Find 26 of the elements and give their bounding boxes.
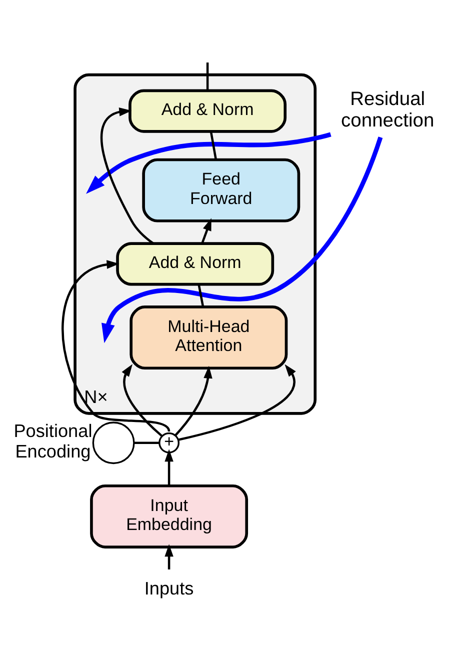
connector: [210, 131, 218, 160]
node-box: Add & Norm: [116, 242, 274, 286]
node-text: Inputs: [144, 578, 194, 598]
node-text: Residual connection: [341, 88, 434, 131]
connector: [198, 284, 204, 306]
node-box: Multi-Head Attention: [130, 305, 288, 370]
arrow: [178, 364, 296, 440]
node-circle: +: [158, 432, 180, 453]
arrow: [164, 544, 174, 569]
cluster: [74, 72, 317, 414]
connector: [206, 62, 209, 90]
node-box: Input Embedding: [90, 484, 248, 548]
node-box: Add & Norm: [128, 88, 287, 132]
arrow: [86, 132, 332, 194]
arrow: [62, 260, 170, 432]
node-label: N×: [84, 386, 108, 406]
arrow: [174, 365, 212, 436]
connector: [134, 441, 160, 444]
arrow: [164, 448, 174, 485]
node-label: Positional Encoding: [14, 420, 92, 461]
arrow: [100, 107, 154, 244]
node-circle: [92, 421, 135, 464]
arrow: [122, 364, 163, 436]
arrow: [201, 218, 212, 244]
arrow: [102, 136, 383, 343]
node-box: Feed Forward: [142, 158, 300, 222]
